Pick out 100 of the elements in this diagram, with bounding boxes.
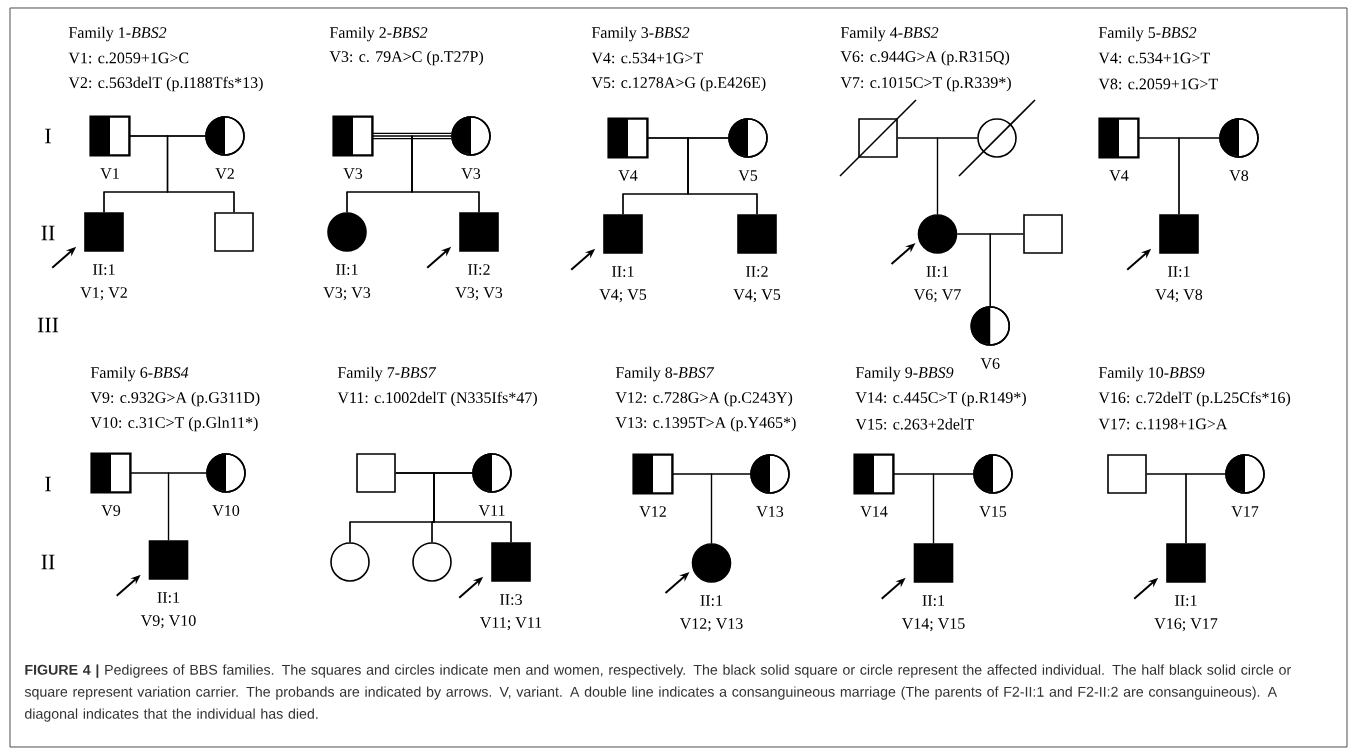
individual-label: V11; V11 bbox=[480, 617, 542, 631]
pedigree-circle bbox=[1225, 454, 1265, 494]
pedigree-circle bbox=[958, 99, 1036, 177]
variant-text: V8: c.2059+1G>T bbox=[1098, 78, 1218, 90]
generation-numeral: I bbox=[45, 476, 51, 492]
family-heading: Family 7-BBS7 bbox=[337, 366, 437, 382]
pedigree-square bbox=[853, 453, 895, 495]
pedigree-circle bbox=[206, 453, 246, 493]
pedigree-circle bbox=[205, 116, 245, 156]
pedigree-square bbox=[89, 115, 131, 157]
pedigree-square bbox=[1023, 214, 1063, 254]
family-heading: Family 5-BBS2 bbox=[1098, 26, 1197, 42]
individual-label: V10 bbox=[212, 505, 240, 517]
individual-label: II:1 bbox=[1168, 266, 1190, 277]
variant-text: V4: c.534+1G>T bbox=[1098, 52, 1210, 64]
pedigree-circle bbox=[330, 542, 370, 582]
individual-label: V16; V17 bbox=[1154, 618, 1218, 632]
pedigree-square bbox=[459, 212, 499, 252]
pedigree-circle bbox=[472, 453, 512, 493]
pedigree-square bbox=[356, 453, 396, 493]
individual-label: II:2 bbox=[468, 264, 490, 275]
descent-line bbox=[166, 135, 235, 213]
individual-label: V15 bbox=[979, 506, 1007, 517]
individual-label: II:1 bbox=[1175, 595, 1197, 606]
individual-label: II:1 bbox=[336, 264, 358, 275]
pedigree-square bbox=[1098, 117, 1140, 159]
individual-label: V11 bbox=[478, 505, 505, 516]
descent-line bbox=[433, 472, 512, 543]
individual-label: V1; V2 bbox=[80, 287, 127, 301]
pedigree-square bbox=[1107, 454, 1147, 494]
pedigree-square bbox=[603, 214, 643, 254]
generation-numeral: I bbox=[45, 128, 51, 144]
individual-label: V4 bbox=[1109, 170, 1129, 181]
individual-label: II:3 bbox=[500, 594, 522, 605]
variant-text: V2: c.563delT (p.I188Tfs*13) bbox=[68, 76, 263, 92]
variant-text: V11: c.1002delT (N335Ifs*47) bbox=[337, 391, 537, 407]
individual-label: V3 bbox=[461, 168, 481, 180]
variant-text: V3: c. 79A>C (p.T27P) bbox=[329, 50, 483, 66]
individual-label: V4; V8 bbox=[1155, 289, 1203, 303]
pedigree-square bbox=[148, 540, 189, 580]
descent-line bbox=[1178, 137, 1220, 215]
pedigree-square bbox=[737, 214, 777, 254]
generation-numeral: III bbox=[37, 317, 59, 333]
variant-text: V15: c.263+2delT bbox=[855, 418, 974, 430]
individual-label: II:1 bbox=[700, 595, 723, 606]
pedigree-circle bbox=[917, 214, 958, 254]
individual-label: V14; V15 bbox=[901, 618, 965, 632]
descent-line bbox=[932, 473, 974, 544]
family-heading: Family 10-BBS9 bbox=[1098, 366, 1205, 382]
variant-text: V4: c.534+1G>T bbox=[591, 52, 703, 64]
individual-label: V8 bbox=[1229, 170, 1249, 182]
individual-label: II:1 bbox=[93, 264, 115, 275]
pedigree-square bbox=[1166, 543, 1206, 583]
pedigree-square bbox=[1159, 214, 1199, 254]
individual-label: V17 bbox=[1231, 506, 1259, 517]
variant-text: V7: c.1015C>T (p.R339*) bbox=[840, 76, 1011, 92]
pedigree-square bbox=[491, 542, 531, 582]
individual-label: II:2 bbox=[746, 266, 768, 277]
individual-label: V3 bbox=[343, 168, 363, 180]
individual-label: V14 bbox=[860, 506, 888, 517]
individual-label: V6 bbox=[980, 358, 1000, 370]
individual-label: V9; V10 bbox=[140, 615, 196, 629]
pedigree-circle bbox=[451, 116, 491, 156]
pedigree-square bbox=[214, 212, 254, 252]
pedigree-circle bbox=[1219, 118, 1259, 158]
individual-label: II:1 bbox=[612, 266, 634, 277]
family-heading: Family 2-BBS2 bbox=[329, 26, 428, 42]
variant-text: V5: c.1278A>G (p.E426E) bbox=[591, 76, 766, 92]
family-heading: Family 3-BBS2 bbox=[591, 26, 690, 42]
pedigree-circle bbox=[750, 454, 790, 494]
descent-line bbox=[1185, 473, 1226, 544]
descent-line bbox=[167, 472, 207, 541]
pedigree-circle bbox=[970, 306, 1011, 346]
generation-numeral: II bbox=[41, 554, 55, 570]
family-heading: Family 9-BBS9 bbox=[855, 366, 954, 382]
individual-label: II:1 bbox=[922, 595, 945, 606]
pedigree-circle bbox=[412, 542, 452, 582]
family-heading: Family 8-BBS7 bbox=[615, 366, 715, 382]
individual-label: II:1 bbox=[157, 592, 180, 603]
descent-line bbox=[687, 137, 758, 215]
individual-label: V3; V3 bbox=[455, 287, 503, 301]
marriage-line bbox=[372, 132, 452, 140]
pedigree-square bbox=[332, 115, 374, 157]
individual-label: V1 bbox=[100, 168, 119, 179]
variant-text: V17: c.1198+1G>A bbox=[1098, 418, 1228, 430]
pedigree-square bbox=[607, 117, 649, 159]
pedigree-circle bbox=[973, 454, 1013, 494]
pedigree-square bbox=[913, 543, 954, 583]
variant-text: V9: c.932G>A (p.G311D) bbox=[90, 391, 260, 407]
individual-label: V4; V5 bbox=[599, 289, 647, 303]
individual-label: V12; V13 bbox=[679, 618, 743, 632]
descent-line bbox=[936, 137, 978, 215]
individual-label: V5 bbox=[738, 170, 758, 181]
pedigree-circle bbox=[728, 118, 768, 158]
variant-text: V13: c.1395T>A (p.Y465*) bbox=[615, 416, 796, 432]
descent-line bbox=[989, 233, 1024, 307]
individual-label: V4; V5 bbox=[733, 289, 781, 303]
pedigree-circle bbox=[327, 212, 367, 252]
individual-label: V3; V3 bbox=[323, 287, 371, 301]
variant-text: V12: c.728G>A (p.C243Y) bbox=[615, 391, 793, 407]
